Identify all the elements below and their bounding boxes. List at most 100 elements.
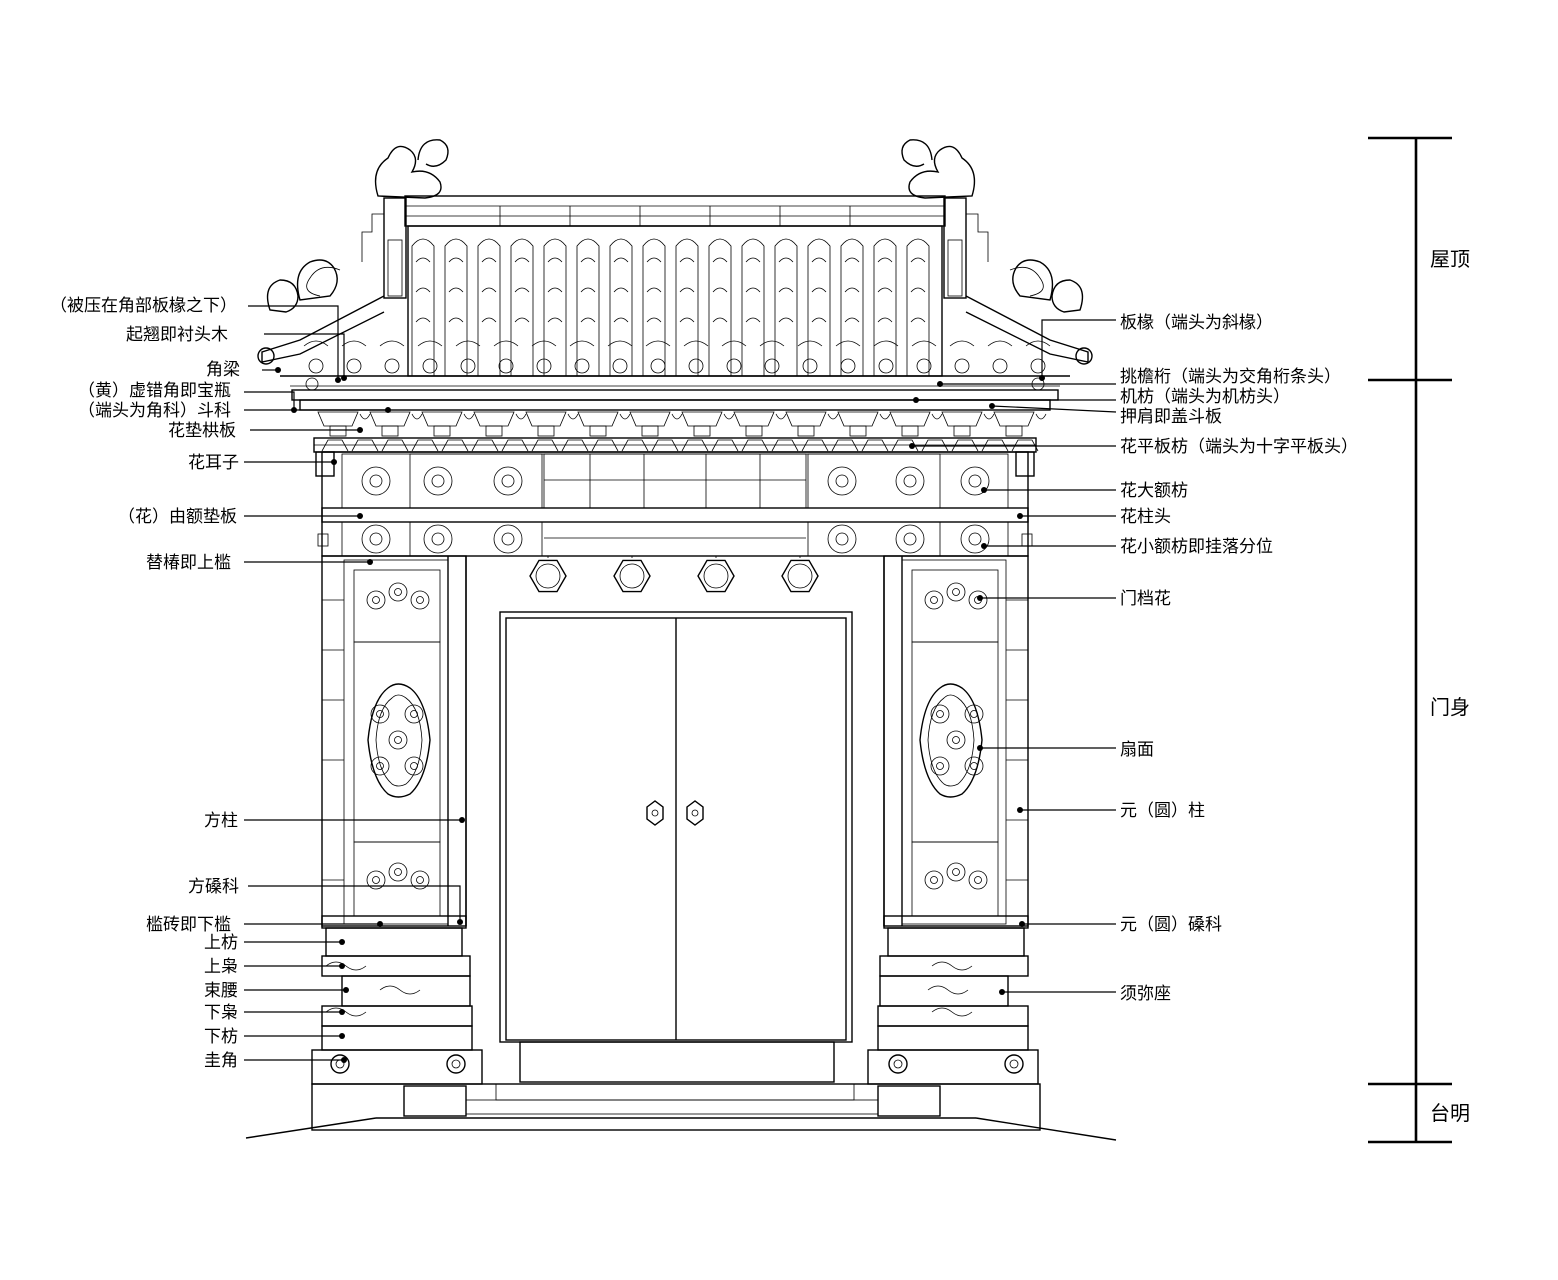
- bracket-set: [993, 411, 1035, 427]
- roof-tile-row: [873, 238, 897, 376]
- bracket-block: [589, 425, 607, 437]
- bracket-set: [473, 411, 515, 427]
- bracket-block: [693, 425, 711, 437]
- flower-rosette-core: [952, 868, 960, 876]
- roof-tile-arc: [811, 317, 827, 323]
- flower-rosette: [924, 590, 944, 610]
- flower-rosette: [968, 870, 988, 890]
- right-leader-dots: [909, 375, 1045, 995]
- bracket-set: [681, 411, 723, 427]
- eave-tile-arc: [569, 340, 595, 347]
- pingban-unit: [561, 439, 589, 452]
- pingban-unit: [351, 439, 379, 452]
- roof-tile-arc: [844, 287, 860, 293]
- bracket-pad: [463, 413, 475, 420]
- flower-rosette: [930, 756, 950, 776]
- bracket-block: [381, 425, 399, 437]
- eave-tile-end: [992, 358, 1008, 374]
- flower-rosette-core: [394, 588, 402, 596]
- roof-tile-arc: [679, 257, 695, 263]
- flower-rosette-core: [416, 876, 424, 884]
- eave-tile-arc: [721, 340, 747, 347]
- flower-rosette: [366, 590, 386, 610]
- architrave-rosette: [493, 524, 523, 554]
- bracket-block: [485, 425, 503, 437]
- roof-tile-arc: [481, 317, 497, 323]
- eave-tile-arc: [683, 340, 709, 347]
- roof-tile-arc: [646, 257, 662, 263]
- flower-rosette: [964, 704, 984, 724]
- left-leader-lines: [244, 305, 462, 1061]
- pingban-unit: [711, 439, 739, 452]
- flower-rosette-core: [410, 710, 418, 718]
- eave-tile-end: [802, 358, 818, 374]
- flower-rosette: [370, 756, 390, 776]
- plinth-scroll: [931, 961, 973, 971]
- bracket-pad: [671, 413, 683, 420]
- flower-rosette: [930, 704, 950, 724]
- section-scale: 屋顶 门身 台明: [1368, 136, 1470, 1144]
- eave-tile-end: [764, 358, 780, 374]
- architrave-rosette-core: [835, 532, 849, 546]
- eave-tile-end: [916, 358, 932, 374]
- flower-rosette: [946, 862, 966, 882]
- eave-tile-arc: [759, 340, 785, 347]
- label-fan-panel: 扇面: [1120, 740, 1154, 760]
- pingban-unit: [681, 439, 709, 452]
- eave-tile-end: [574, 358, 590, 374]
- flower-rosette-core: [416, 596, 424, 604]
- roof-tile-row: [807, 238, 831, 376]
- flower-rosette-core: [930, 596, 938, 604]
- pingban-unit: [531, 439, 559, 452]
- flower-rosette: [388, 862, 408, 882]
- flower-rosette-core: [930, 876, 938, 884]
- architrave-rosette-core: [501, 474, 515, 488]
- bracket-pad: [931, 413, 943, 420]
- label-corner-beam: 角梁: [206, 360, 240, 380]
- leader-dot: [1017, 807, 1023, 813]
- label-lower-sill: 槛砖即下槛: [146, 915, 231, 935]
- roof-tile-row: [411, 238, 435, 376]
- leader-dot: [357, 513, 363, 519]
- hexagon-lantern-inner: [535, 563, 561, 589]
- plinth-scroll: [325, 1007, 367, 1017]
- flower-rosette-core: [376, 762, 384, 770]
- roof-tile-arc: [415, 317, 431, 323]
- bracket-block: [901, 425, 919, 437]
- right-leader-lines: [912, 319, 1117, 993]
- roof-tile-arc: [613, 317, 629, 323]
- label-square-plinth: 方磉科: [188, 877, 239, 897]
- roof-tile-arc: [514, 257, 530, 263]
- label-ji-fang: 机枋（端头为机枋头）: [1120, 387, 1290, 407]
- leader-dot: [339, 1033, 345, 1039]
- roof-tile-arc: [712, 317, 728, 323]
- roof-tile-arc: [844, 257, 860, 263]
- section-platform-label: 台明: [1430, 1101, 1470, 1125]
- roof-tile-arc: [877, 317, 893, 323]
- left-leader-dots: [275, 367, 465, 1063]
- leader-dot: [913, 397, 919, 403]
- leader-dot: [457, 919, 463, 925]
- pingban-unit: [441, 439, 469, 452]
- bracket-pad: [1035, 413, 1047, 420]
- roof-tile-arc: [646, 317, 662, 323]
- plinth-scroll: [931, 1007, 973, 1017]
- bracket-block: [537, 425, 555, 437]
- eave-tile-arc: [987, 340, 1013, 347]
- bracket-pad: [515, 413, 527, 420]
- bracket-block: [641, 425, 659, 437]
- eave-tile-arc: [949, 340, 975, 347]
- roof-tile-arc: [778, 257, 794, 263]
- eave-tile-arc: [379, 340, 405, 347]
- roof-tile-arc: [481, 287, 497, 293]
- eave-tile-end: [422, 358, 438, 374]
- pingban-unit: [411, 439, 439, 452]
- roof-tile-arc: [745, 287, 761, 293]
- leader-dot: [977, 745, 983, 751]
- architrave-rosette-core: [903, 474, 917, 488]
- eave-tile-arc: [835, 340, 861, 347]
- flower-rosette: [410, 870, 430, 890]
- bracket-block: [797, 425, 815, 437]
- label-baoping: （黄）虚错角即宝瓶: [78, 381, 231, 401]
- roof-tile-arc: [448, 287, 464, 293]
